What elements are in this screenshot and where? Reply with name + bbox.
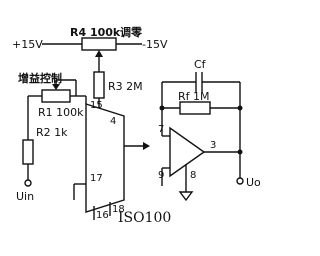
input-terminal bbox=[24, 179, 32, 187]
ground-symbol bbox=[178, 191, 194, 202]
rf-label: Rf 1M bbox=[178, 90, 210, 103]
pin-9-label: 9 bbox=[158, 170, 164, 181]
pin-16-label: 16 bbox=[96, 210, 109, 221]
pin-3-label: 3 bbox=[210, 140, 216, 151]
schematic-svg: R4 100k 调零 +15V -15V R3 2M 增益控制 R1 100k … bbox=[12, 25, 261, 226]
vin-label: Uin bbox=[16, 190, 34, 203]
pin-8-label: 8 bbox=[190, 170, 196, 181]
vout-label: Uo bbox=[246, 176, 261, 189]
r2-label: R2 1k bbox=[36, 126, 68, 139]
op-amp-body bbox=[169, 126, 206, 178]
circuit-diagram: R4 100k 调零 +15V -15V R3 2M 增益控制 R1 100k … bbox=[12, 25, 261, 226]
signal-arrow bbox=[143, 142, 150, 150]
r1-label: R1 100k bbox=[38, 106, 84, 119]
r4-note-label: 调零 bbox=[120, 25, 143, 39]
vplus-label: +15V bbox=[12, 38, 43, 51]
pin-17-label: 17 bbox=[90, 173, 103, 184]
fb-node-right bbox=[237, 105, 243, 111]
r4-wiper-arrow bbox=[95, 50, 103, 57]
pin-15-label: 15 bbox=[90, 100, 103, 111]
output-terminal bbox=[236, 177, 244, 185]
r3-resistor bbox=[93, 71, 105, 99]
r1-resistor bbox=[41, 89, 71, 103]
r3-label: R3 2M bbox=[108, 80, 143, 93]
vminus-label: -15V bbox=[142, 38, 168, 51]
r1-wiper-arrow bbox=[52, 84, 60, 90]
gain-control-label: 增益控制 bbox=[18, 71, 62, 85]
cf-label: Cf bbox=[194, 58, 207, 71]
rf-resistor bbox=[179, 101, 211, 115]
r2-resistor bbox=[22, 139, 34, 165]
pin-7-label: 7 bbox=[158, 124, 164, 135]
fb-node-left bbox=[159, 105, 165, 111]
chip-label: ISO100 bbox=[118, 210, 171, 226]
r4-label: R4 100k bbox=[70, 26, 121, 39]
pin-4-label: 4 bbox=[110, 116, 116, 127]
r4-resistor bbox=[81, 37, 117, 51]
iso-amp-body bbox=[85, 103, 125, 213]
pin-18-label: 18 bbox=[112, 204, 125, 215]
